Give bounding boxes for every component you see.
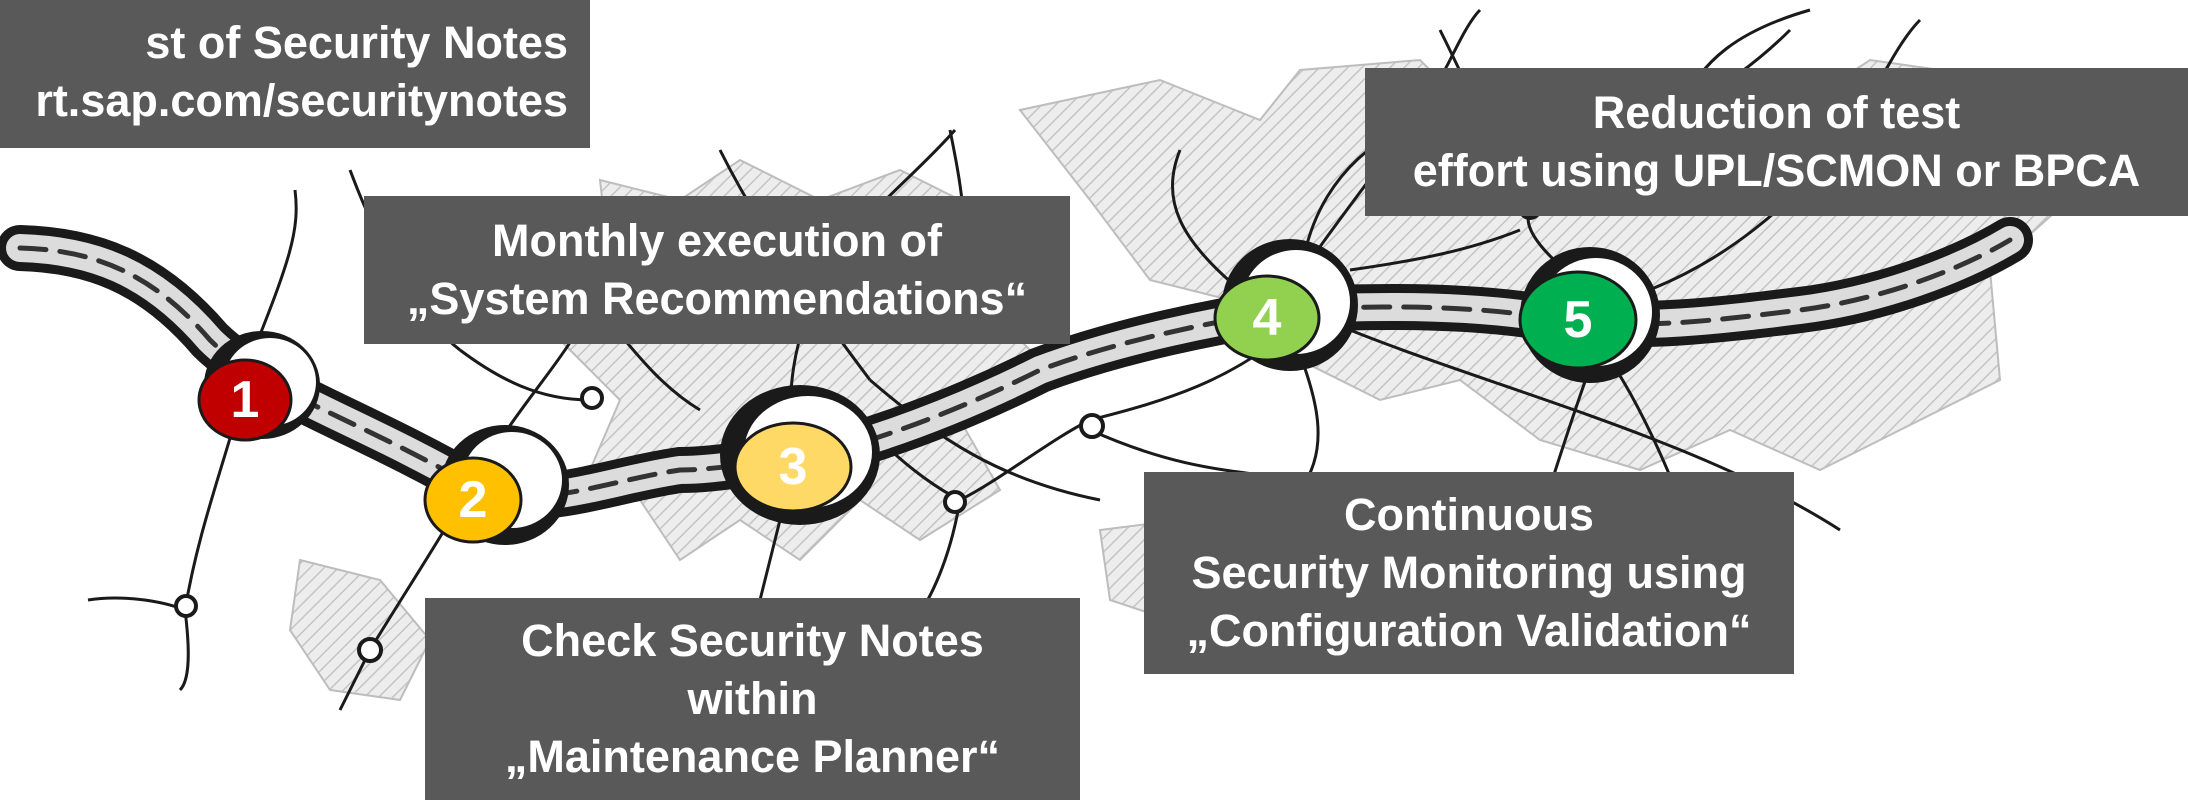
step-4-marker: 4 [1213, 274, 1321, 362]
test-effort-box: Reduction of test effort using UPL/SCMON… [1365, 68, 2188, 216]
step-1-marker: 1 [197, 358, 293, 442]
continuous-monitoring-line1: Continuous [1344, 489, 1594, 540]
system-recommendations-line2: „System Recommendations“ [406, 273, 1028, 324]
continuous-monitoring-line3: „Configuration Validation“ [1186, 605, 1752, 656]
step-1-number: 1 [231, 371, 260, 429]
step-5-circle [1518, 270, 1638, 370]
maintenance-planner-line1: Check Security Notes [521, 615, 984, 666]
step-4-circle [1213, 274, 1321, 362]
step-3-circle [733, 421, 853, 513]
maintenance-planner-line2: within [687, 673, 818, 724]
continuous-monitoring-box: Continuous Security Monitoring using „Co… [1144, 472, 1794, 674]
step-3-number: 3 [779, 438, 808, 496]
step-4-number: 4 [1253, 289, 1282, 347]
step-2-number: 2 [459, 471, 488, 529]
maintenance-planner-line3: „Maintenance Planner“ [504, 731, 1001, 782]
step-3-marker: 3 [733, 421, 853, 513]
step-5-marker: 5 [1518, 270, 1638, 370]
test-effort-line2: effort using UPL/SCMON or BPCA [1412, 145, 2141, 196]
step-2-marker: 2 [423, 456, 523, 544]
system-recommendations-line1: Monthly execution of [492, 215, 942, 266]
continuous-monitoring-line2: Security Monitoring using [1191, 547, 1747, 598]
system-recommendations-box: Monthly execution of „System Recommendat… [364, 196, 1070, 344]
security-notes-line1: st of Security Notes [145, 17, 568, 68]
security-notes-box: st of Security Notes rt.sap.com/security… [0, 0, 590, 148]
step-5-number: 5 [1564, 291, 1593, 349]
step-1-circle [197, 358, 293, 442]
step-2-circle [423, 456, 523, 544]
security-notes-line2: rt.sap.com/securitynotes [35, 75, 568, 126]
maintenance-planner-box: Check Security Notes within „Maintenance… [425, 598, 1080, 800]
test-effort-line1: Reduction of test [1592, 87, 1961, 138]
